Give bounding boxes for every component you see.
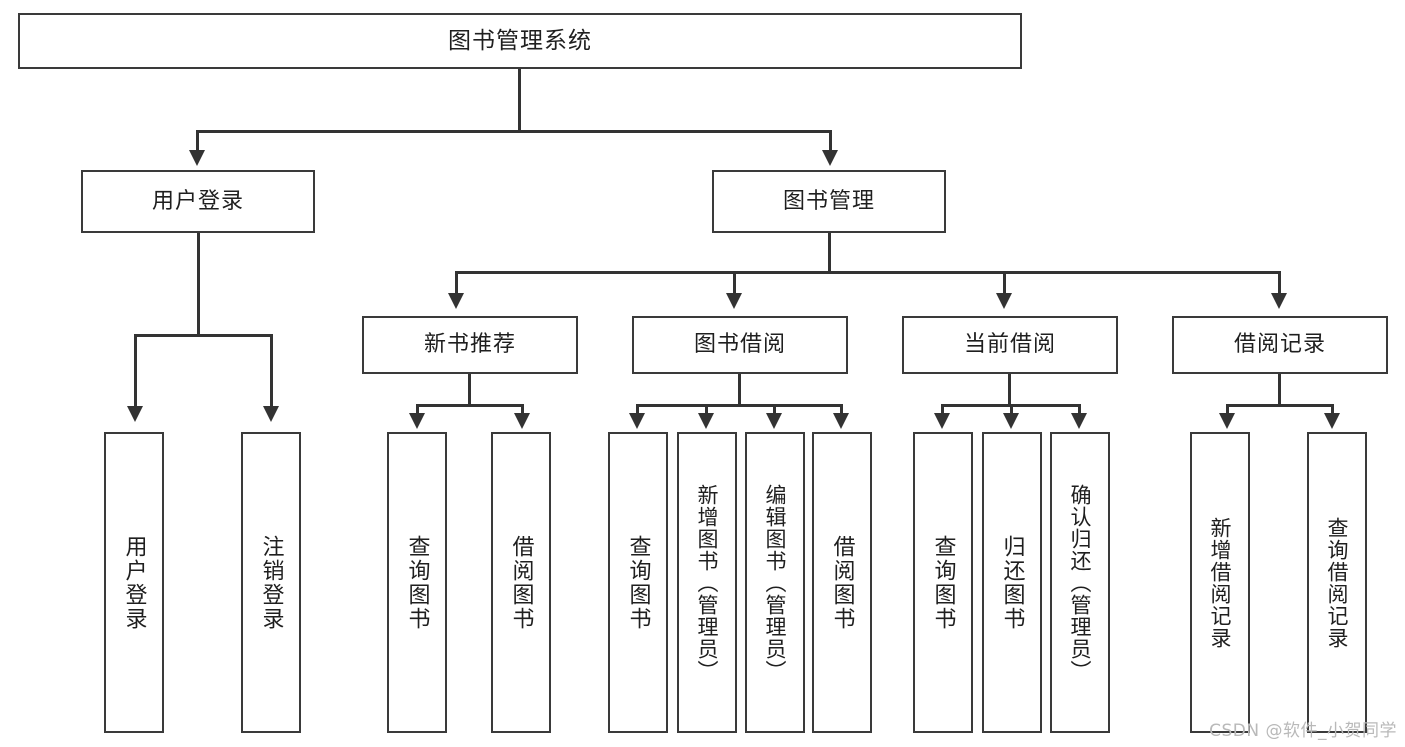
arrowhead-book-borrow-leaf1 xyxy=(629,413,645,429)
connector-to-current-borrow xyxy=(1003,271,1006,295)
arrowhead-current-borrow-leaf1 xyxy=(934,413,950,429)
leaf-borrow-record-add[interactable]: 新增借阅记录 xyxy=(1190,432,1250,733)
leaf-book-borrow-borrow[interactable]: 借阅图书 xyxy=(812,432,872,733)
node-label: 查询图书 xyxy=(404,534,430,631)
node-root-system[interactable]: 图书管理系统 xyxy=(18,13,1022,69)
node-label: 借阅记录 xyxy=(1233,332,1326,358)
node-label: 当前借阅 xyxy=(963,332,1056,358)
arrowhead-new-book-leaf1 xyxy=(409,413,425,429)
leaf-book-borrow-query[interactable]: 查询图书 xyxy=(608,432,668,733)
connector-book-manage-stem xyxy=(828,233,831,273)
connector-to-borrow-record xyxy=(1278,271,1281,295)
connector-user-login-stem xyxy=(197,233,200,336)
node-label: 图书管理系统 xyxy=(448,27,592,54)
node-label: 查询图书 xyxy=(625,534,651,631)
arrowhead-book-borrow-leaf3 xyxy=(766,413,782,429)
node-label: 新书推荐 xyxy=(423,332,516,358)
connector-borrow-record-leaf2 xyxy=(1331,404,1334,416)
connector-level2-bus xyxy=(196,130,832,133)
arrowhead-book-borrow xyxy=(726,293,742,309)
node-current-borrow[interactable]: 当前借阅 xyxy=(902,316,1118,374)
connector-current-borrow-leaf2 xyxy=(1010,404,1013,416)
connector-new-book-leaf1 xyxy=(416,404,419,416)
node-label: 查询图书 xyxy=(930,534,956,631)
arrowhead-book-manage xyxy=(822,150,838,166)
node-label: 新增图书（管理员） xyxy=(695,483,720,682)
arrowhead-current-borrow-leaf3 xyxy=(1071,413,1087,429)
node-label: 用户登录 xyxy=(121,534,147,631)
connector-book-borrow-leaf4 xyxy=(840,404,843,416)
node-book-management[interactable]: 图书管理 xyxy=(712,170,946,233)
arrowhead-borrow-record-leaf2 xyxy=(1324,413,1340,429)
connector-new-book-stem xyxy=(468,374,471,406)
connector-book-borrow-leaf1 xyxy=(636,404,639,416)
connector-borrow-record-bus xyxy=(1226,404,1334,407)
connector-user-login-bus xyxy=(134,334,273,337)
leaf-current-borrow-return[interactable]: 归还图书 xyxy=(982,432,1042,733)
connector-book-borrow-leaf2 xyxy=(705,404,708,416)
connector-new-book-bus xyxy=(416,404,524,407)
node-label: 图书借阅 xyxy=(693,332,786,358)
leaf-current-borrow-query[interactable]: 查询图书 xyxy=(913,432,973,733)
arrowhead-book-borrow-leaf2 xyxy=(698,413,714,429)
arrowhead-borrow-record-leaf1 xyxy=(1219,413,1235,429)
connector-user-login-leaf2 xyxy=(270,334,273,408)
leaf-current-borrow-confirm[interactable]: 确认归还（管理员） xyxy=(1050,432,1110,733)
connector-user-login-leaf1 xyxy=(134,334,137,408)
node-label: 归还图书 xyxy=(999,534,1025,631)
node-new-book-recommend[interactable]: 新书推荐 xyxy=(362,316,578,374)
arrowhead-new-book xyxy=(448,293,464,309)
leaf-user-login-signin[interactable]: 用户登录 xyxy=(104,432,164,733)
node-label: 查询借阅记录 xyxy=(1325,516,1350,649)
arrowhead-user-login-leaf2 xyxy=(263,406,279,422)
node-label: 图书管理 xyxy=(782,188,875,214)
arrowhead-book-borrow-leaf4 xyxy=(833,413,849,429)
leaf-book-borrow-edit[interactable]: 编辑图书（管理员） xyxy=(745,432,805,733)
node-label: 用户登录 xyxy=(151,188,244,214)
connector-to-new-book xyxy=(455,271,458,295)
connector-new-book-leaf2 xyxy=(521,404,524,416)
arrowhead-new-book-leaf2 xyxy=(514,413,530,429)
node-label: 新增借阅记录 xyxy=(1208,516,1233,649)
arrowhead-current-borrow-leaf2 xyxy=(1003,413,1019,429)
connector-borrow-record-stem xyxy=(1278,374,1281,406)
arrowhead-user-login xyxy=(189,150,205,166)
connector-book-borrow-bus xyxy=(636,404,842,407)
connector-to-book-borrow xyxy=(733,271,736,295)
node-borrow-record[interactable]: 借阅记录 xyxy=(1172,316,1388,374)
arrowhead-current-borrow xyxy=(996,293,1012,309)
leaf-book-borrow-add[interactable]: 新增图书（管理员） xyxy=(677,432,737,733)
leaf-new-book-borrow[interactable]: 借阅图书 xyxy=(491,432,551,733)
connector-current-borrow-stem xyxy=(1008,374,1011,406)
connector-to-user-login xyxy=(196,130,199,152)
node-label: 编辑图书（管理员） xyxy=(763,483,788,682)
node-label: 注销登录 xyxy=(258,534,284,631)
connector-root-stem xyxy=(518,69,521,132)
node-label: 借阅图书 xyxy=(829,534,855,631)
connector-borrow-record-leaf1 xyxy=(1226,404,1229,416)
arrowhead-borrow-record xyxy=(1271,293,1287,309)
arrowhead-user-login-leaf1 xyxy=(127,406,143,422)
node-book-borrow[interactable]: 图书借阅 xyxy=(632,316,848,374)
connector-level3-bus xyxy=(455,271,1281,274)
connector-current-borrow-leaf3 xyxy=(1078,404,1081,416)
node-user-login[interactable]: 用户登录 xyxy=(81,170,315,233)
connector-book-borrow-leaf3 xyxy=(773,404,776,416)
leaf-new-book-query[interactable]: 查询图书 xyxy=(387,432,447,733)
connector-current-borrow-leaf1 xyxy=(941,404,944,416)
node-label: 确认归还（管理员） xyxy=(1068,483,1093,682)
connector-to-book-manage xyxy=(829,130,832,152)
leaf-user-login-signout[interactable]: 注销登录 xyxy=(241,432,301,733)
leaf-borrow-record-query[interactable]: 查询借阅记录 xyxy=(1307,432,1367,733)
node-label: 借阅图书 xyxy=(508,534,534,631)
connector-book-borrow-stem xyxy=(738,374,741,406)
